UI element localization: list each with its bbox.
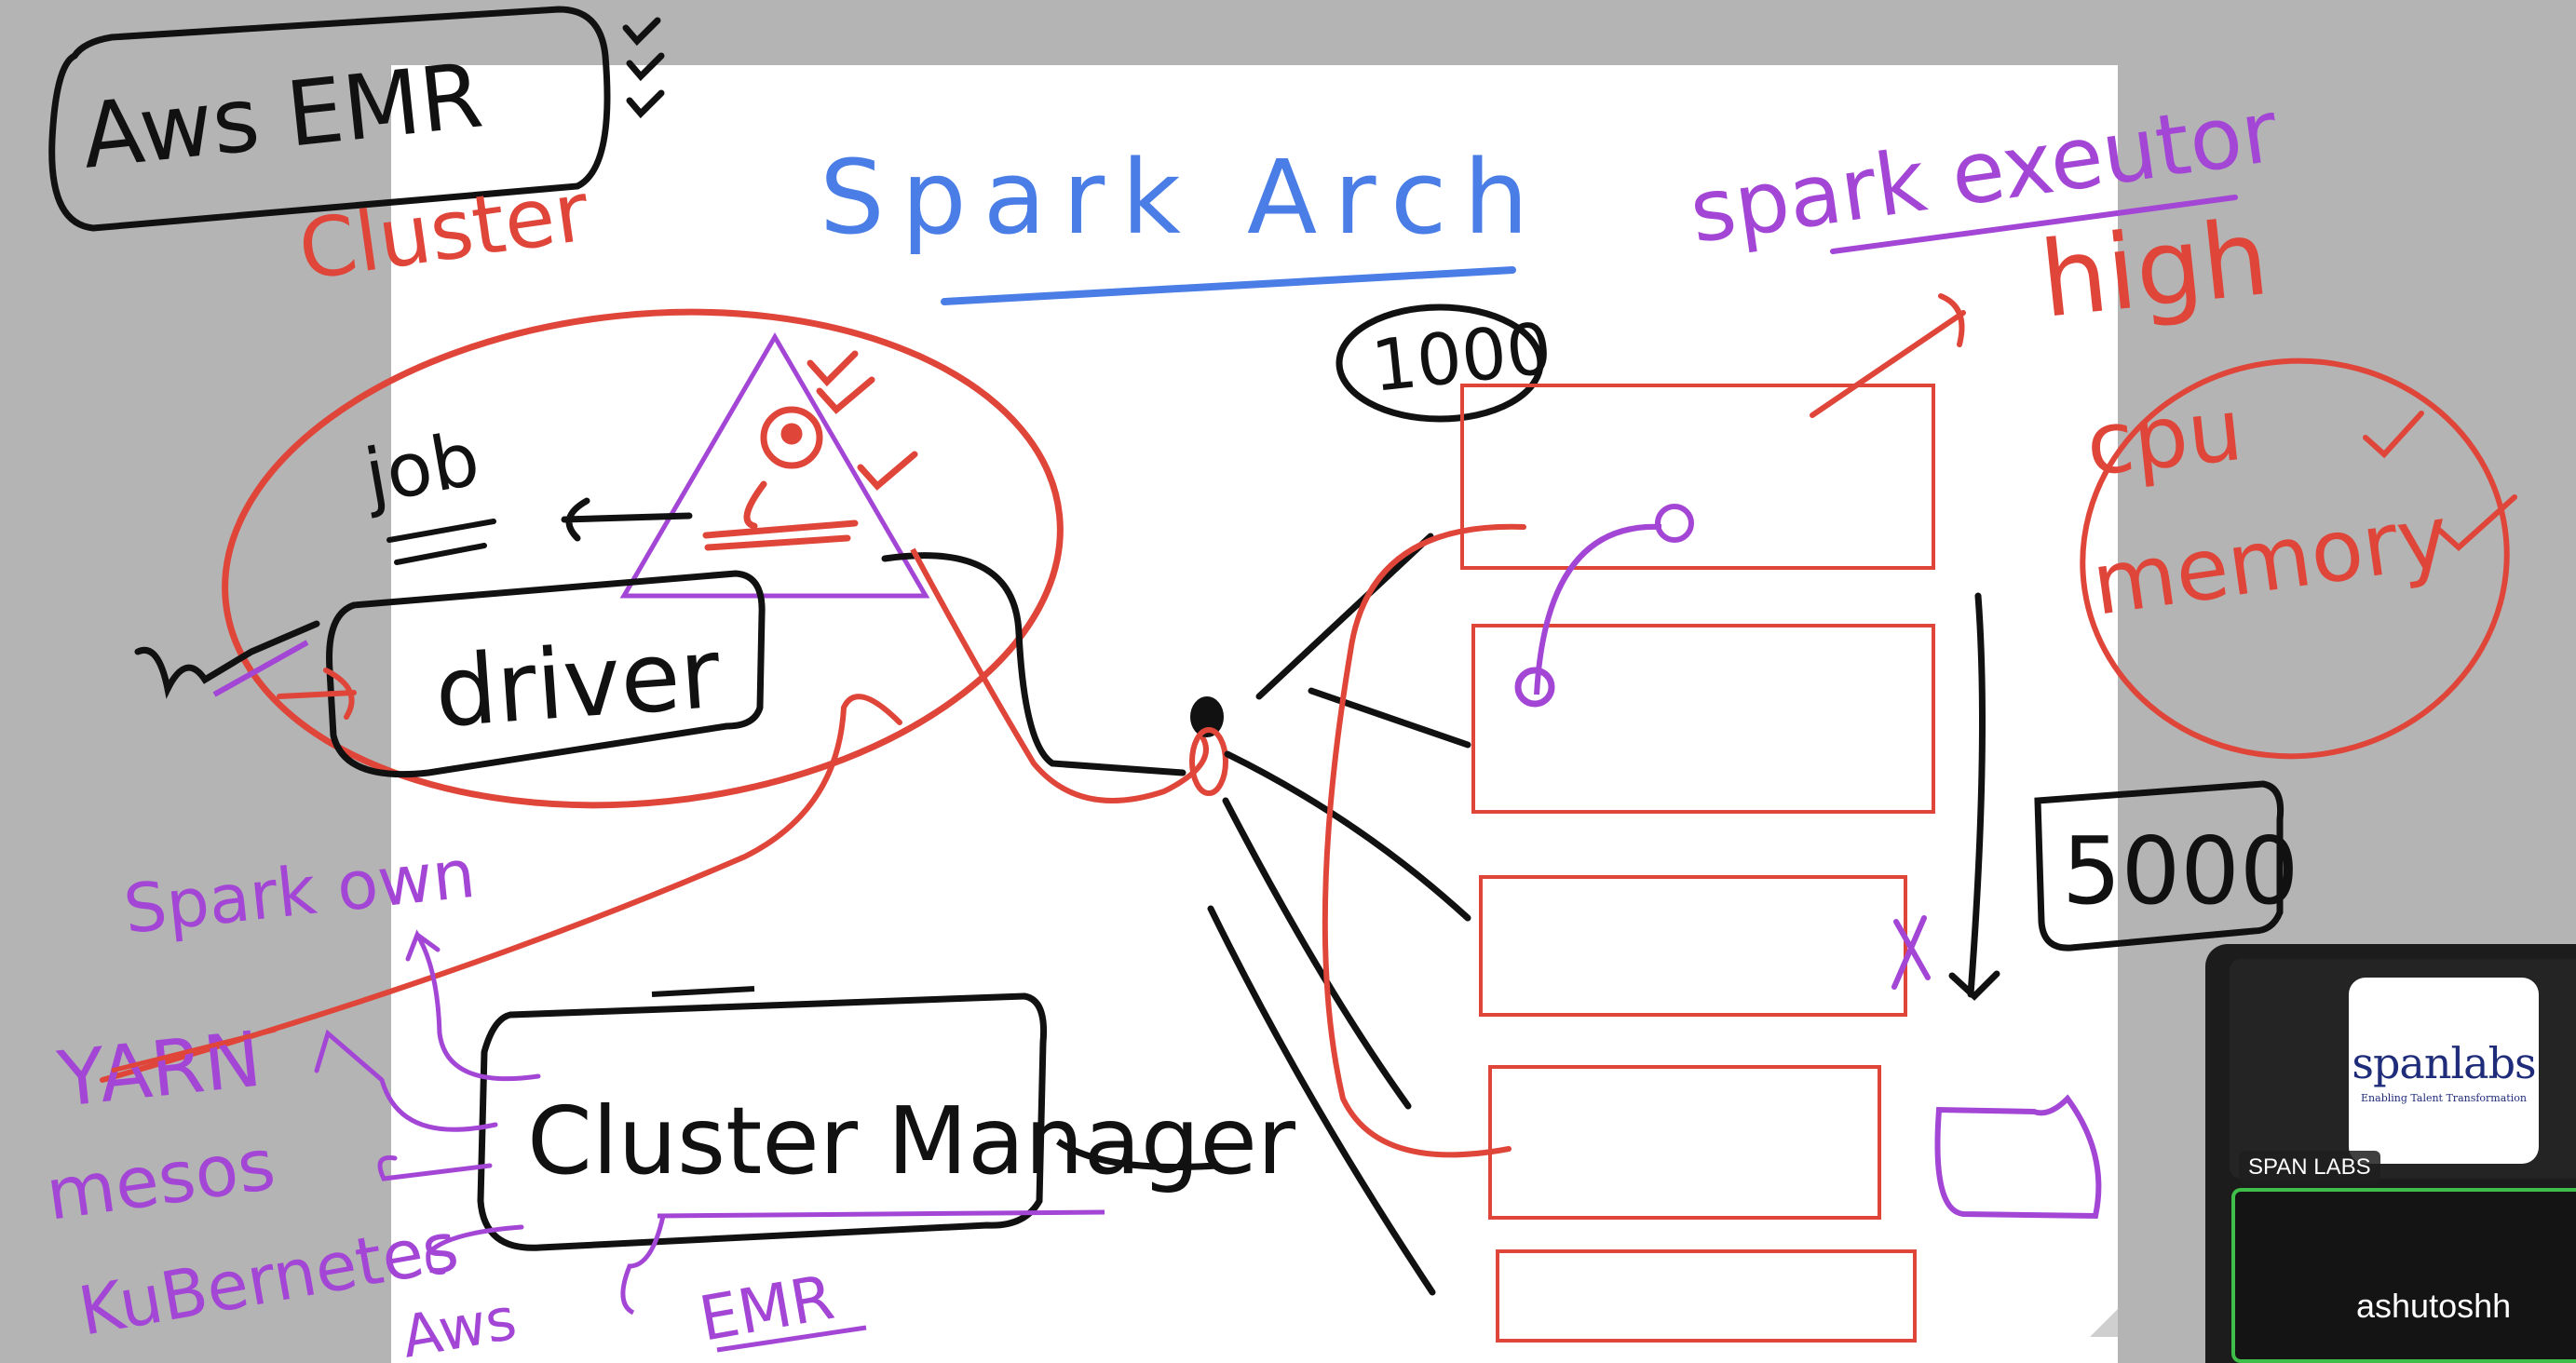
tick-mark-purple [212,640,309,697]
title-spark-arch: Spark Arch [820,138,1545,257]
master-triangle [619,332,930,599]
driver-box [326,570,766,778]
driver-label: driver [431,616,724,749]
spanlabs-logo: spanlabs Enabling Talent Transformation [2349,978,2539,1164]
option-yarn: YARN [53,1016,265,1125]
executor-bracket [1322,523,1526,1158]
cluster-manager-tail [1056,1139,1217,1170]
executor-underline [1830,195,2238,254]
count-5000-box [2034,780,2285,951]
task-dot-1 [1655,504,1694,543]
eye-icon [702,350,918,551]
resources-ticks [2363,411,2517,552]
spanlabs-wordmark: spanlabs [2352,1037,2536,1088]
hub-node-ring [1189,727,1228,796]
count-5000: 5000 [2062,816,2299,925]
participant-name-ashutoshh: ashutoshh [2356,1287,2512,1325]
executor-cross [1891,915,1931,990]
hub-connectors [1207,533,1471,1296]
driver-arrow [277,668,357,720]
yarn-strike [111,1027,277,1073]
emr-bracket-hook [620,1215,666,1316]
driver-connector [881,552,1186,776]
job-underline [386,519,496,565]
emr-underline [716,1325,867,1353]
executor-arrow [1810,293,1966,418]
executor-box-5 [1496,1249,1917,1343]
memory-label: memory [2086,486,2455,634]
resources-ellipse [2080,358,2510,760]
count-bubble [1335,304,1544,423]
cluster-manager-tick [651,986,755,997]
executor-boxes [1460,384,1935,1343]
task-dot-2 [1514,667,1555,708]
cluster-manager-label: Cluster Manager [527,1086,1296,1195]
hub-node [1190,696,1224,737]
option-arrows [314,929,541,1275]
cpu-label: cpu [2081,380,2247,495]
executor-box-2 [1471,624,1935,814]
page-corner-icon [2090,1309,2118,1337]
spanlabs-tagline: Enabling Talent Transformation [2361,1091,2527,1104]
high-label: high [2035,197,2273,342]
job-arrow [561,497,693,542]
option-mesos: mesos [41,1122,279,1235]
title-underline [941,266,1516,305]
participant-name-spanlabs: SPAN LABS [2239,1151,2380,1184]
task-curve [1534,523,1662,695]
executor-box-4 [1488,1065,1881,1220]
cluster-manager-box [477,992,1048,1251]
driver-cluster-ellipse [222,308,1064,809]
new-executor-sketch [1934,1094,2102,1220]
executor-box-1 [1460,384,1935,570]
aws-emr-box [48,6,665,232]
participant-tile-ashutoshh[interactable] [2231,1188,2576,1363]
tick-mark [134,620,320,699]
manager-driver-link [100,694,902,1083]
emr-bracket [657,1209,1105,1219]
executor-box-3 [1479,875,1907,1017]
job-label: job [357,415,485,520]
scale-arrow [1948,592,2000,1001]
